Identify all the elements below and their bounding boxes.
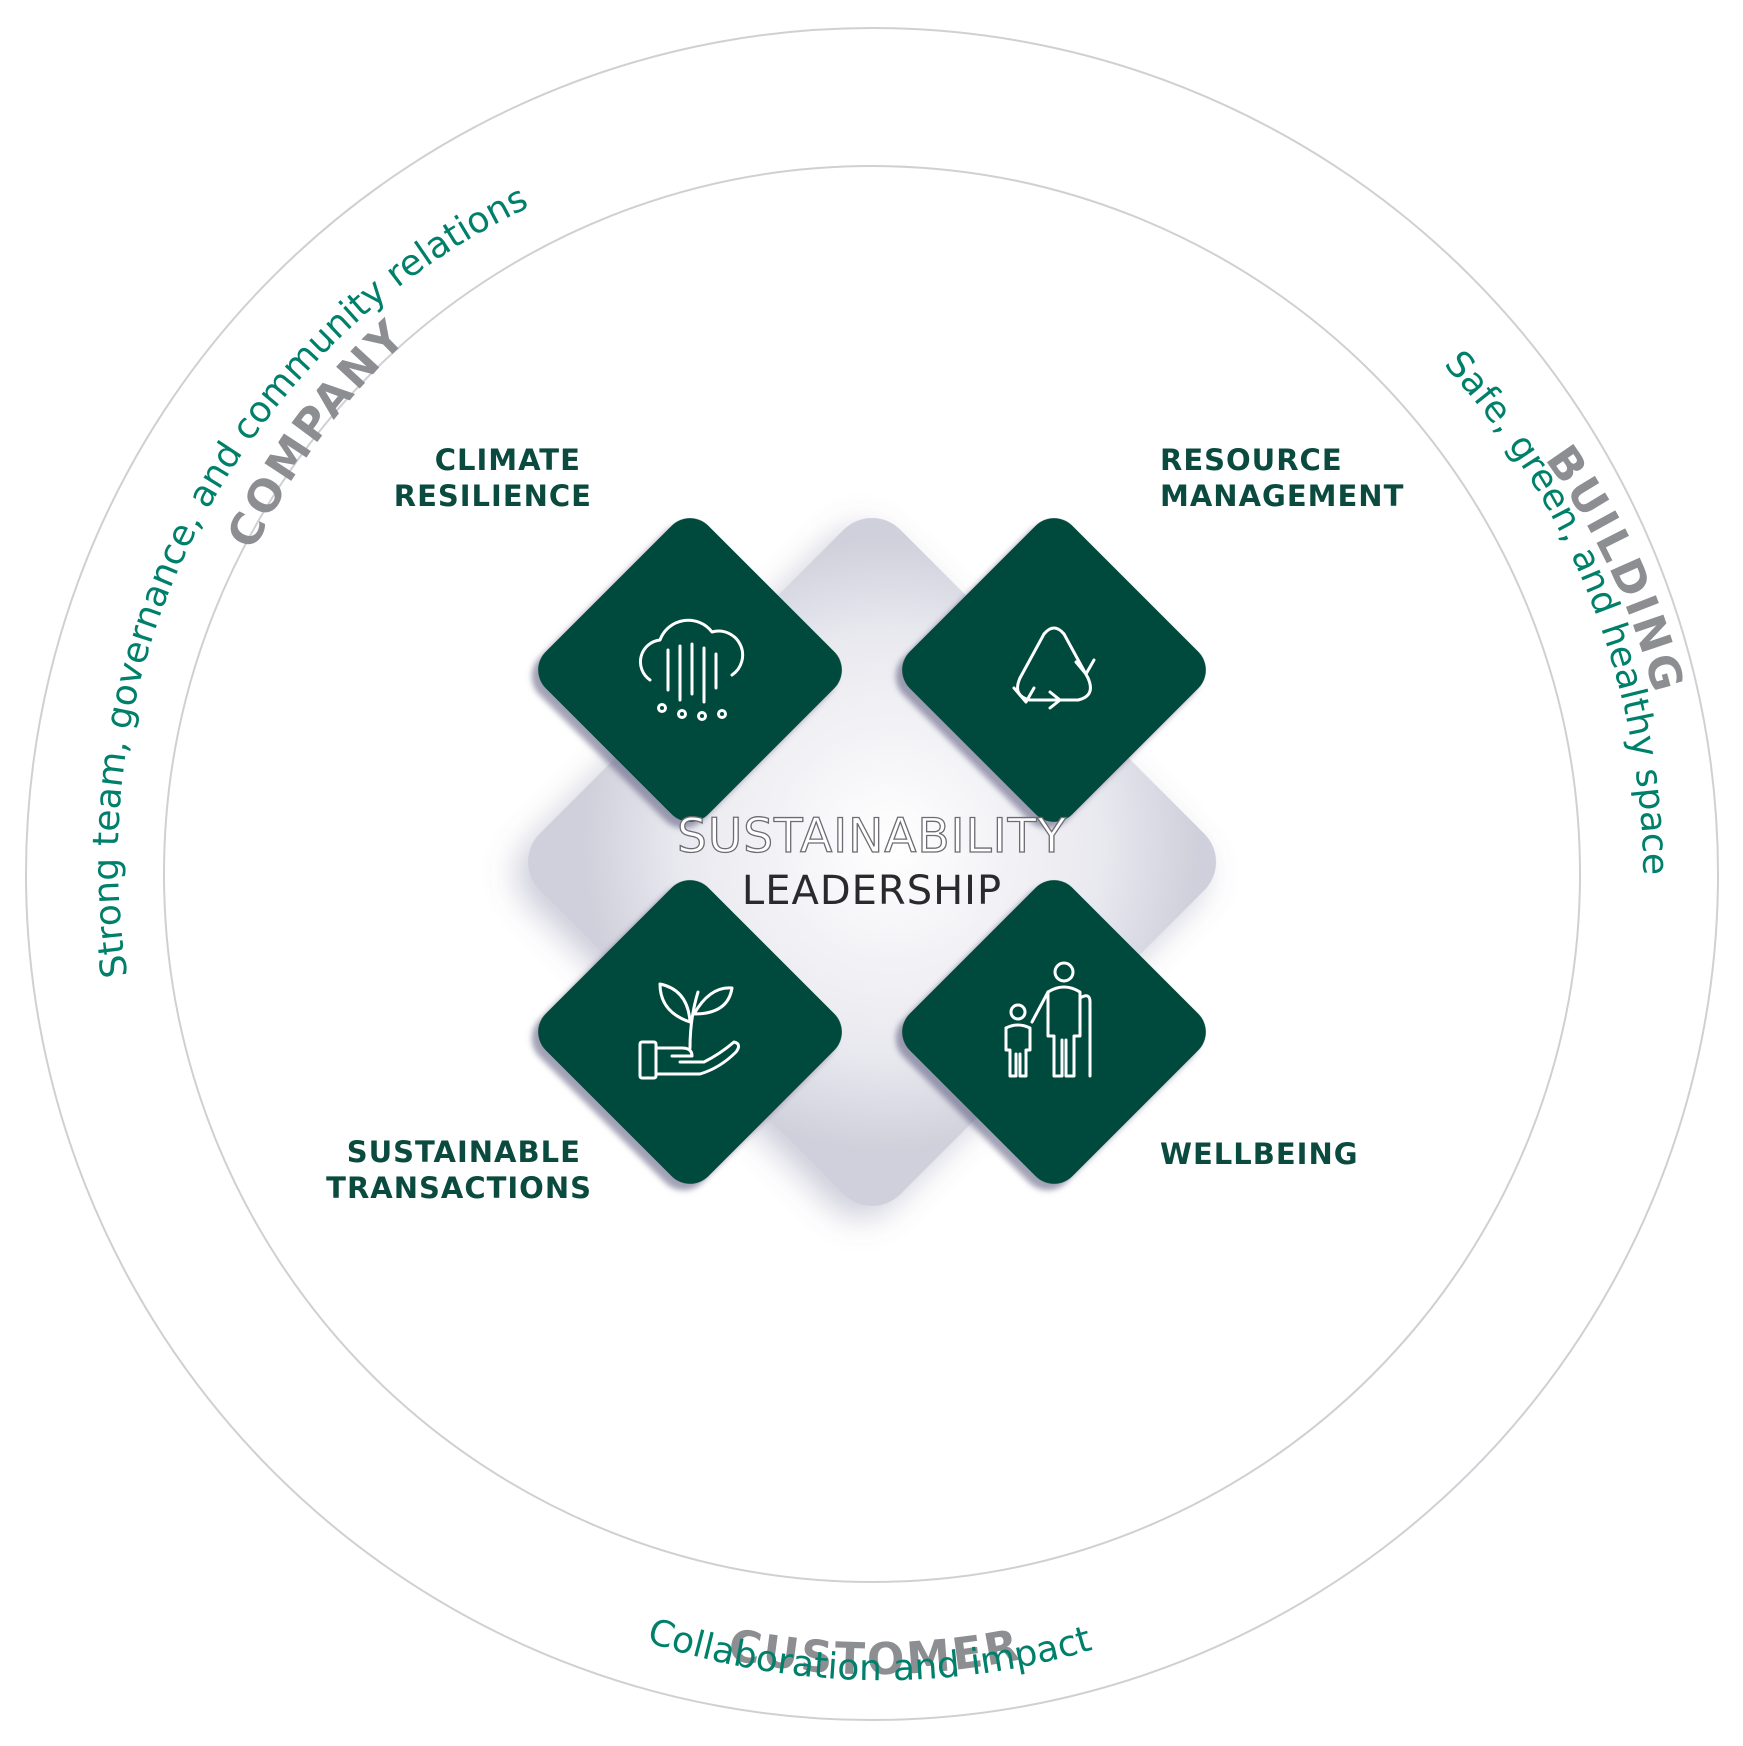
recycle-icon: [1012, 626, 1096, 710]
center-title-line1: SUSTAINABILITY: [677, 809, 1067, 864]
company-subtitle: Strong team, governance, and community r…: [86, 178, 534, 981]
label-climate-resilience: CLIMATE RESILIENCE: [394, 443, 592, 513]
hand-plant-icon: [638, 982, 741, 1080]
tile-climate-resilience: [538, 518, 842, 822]
cloud-rain-icon: [639, 618, 745, 721]
inner-ring: [163, 165, 1581, 1583]
outer-ring: [25, 27, 1719, 1721]
tile-wellbeing: [902, 880, 1206, 1184]
family-icon: [1004, 961, 1092, 1078]
label-resource-management: RESOURCE MANAGEMENT: [1160, 443, 1404, 513]
center-title-line2: LEADERSHIP: [742, 868, 1002, 914]
tile-resource-management: [902, 518, 1206, 822]
label-sustainable-transactions: SUSTAINABLE TRANSACTIONS: [326, 1135, 592, 1205]
customer-subtitle: Collaboration and impact: [643, 1611, 1096, 1689]
label-wellbeing: WELLBEING: [1160, 1137, 1359, 1171]
